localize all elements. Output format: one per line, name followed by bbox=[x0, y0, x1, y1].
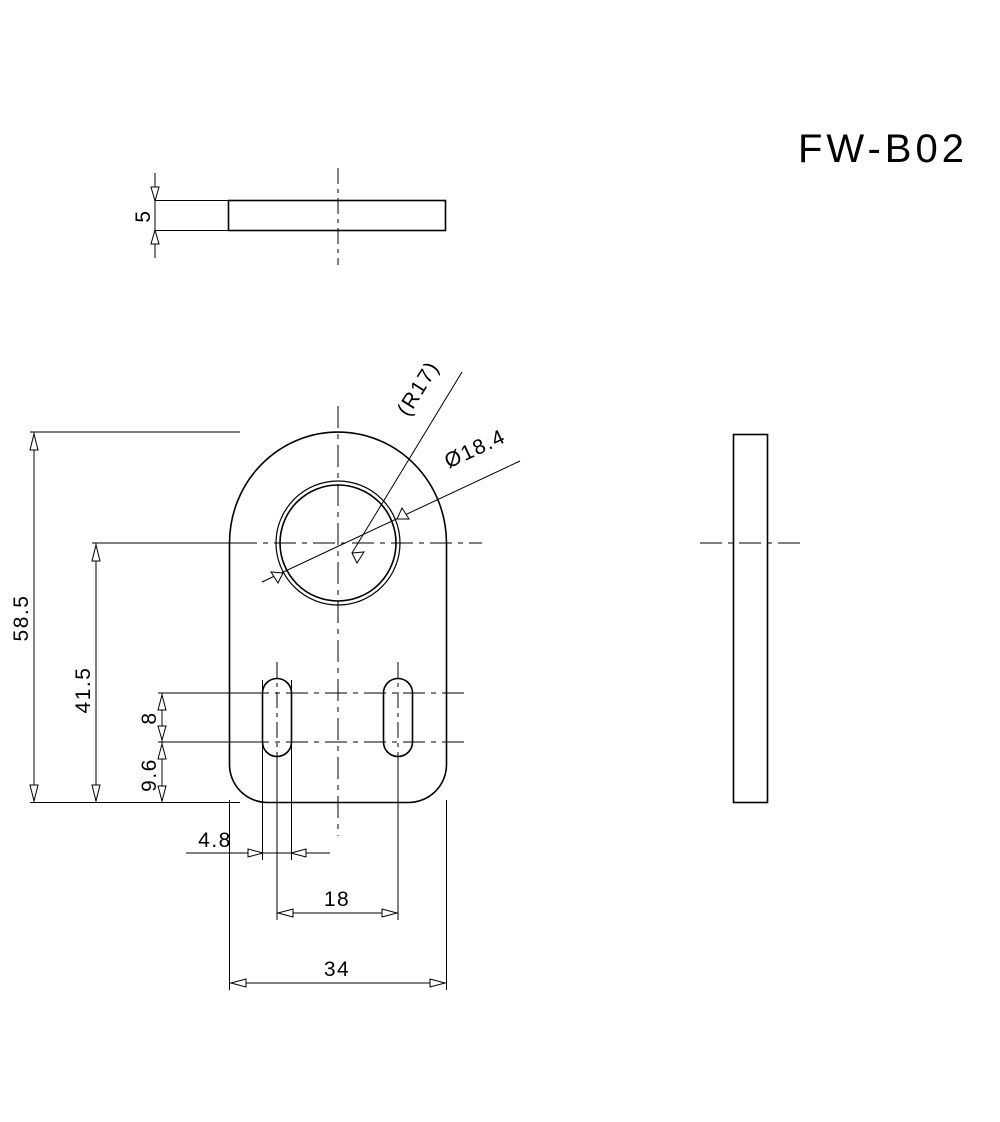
slot-spacing-label: 18 bbox=[324, 888, 350, 911]
slot-width-label: 4.8 bbox=[198, 829, 232, 852]
slot-lower-arrow-bottom bbox=[157, 785, 167, 803]
slot-spacing-arrow-left bbox=[276, 908, 294, 918]
overall-width-label: 34 bbox=[324, 958, 350, 981]
side-view-group bbox=[700, 433, 802, 804]
overall-width-arrow-left bbox=[229, 978, 247, 988]
corner-radius-leader-line bbox=[351, 371, 463, 554]
thickness-dim-label: 5 bbox=[132, 209, 155, 222]
overall-height-label: 58.5 bbox=[10, 595, 33, 642]
bore-diameter-leader-line bbox=[261, 460, 521, 583]
slot-lower-label: 9.6 bbox=[138, 758, 161, 792]
corner-radius-leader-arrow bbox=[351, 551, 365, 565]
dimension-hole-center-height: 41.5 bbox=[72, 542, 250, 803]
hole-center-height-label: 41.5 bbox=[72, 667, 95, 714]
dimension-slot-upper: 8 bbox=[138, 692, 262, 742]
front-view-plate-outline bbox=[228, 431, 448, 804]
side-view-plate-outline bbox=[732, 433, 769, 804]
hole-center-arrow-bottom bbox=[91, 784, 101, 802]
top-view-group: 5 bbox=[132, 168, 447, 265]
bore-diameter-label: Ø18.4 bbox=[441, 425, 509, 473]
dimension-slot-width: 4.8 bbox=[186, 680, 330, 860]
corner-radius-label: (R17) bbox=[393, 357, 444, 420]
hole-center-arrow-top bbox=[91, 544, 101, 562]
slot-width-arrow-right bbox=[289, 848, 307, 858]
bore-diameter-arrow-left bbox=[396, 506, 410, 520]
dimension-overall-width: 34 bbox=[229, 800, 447, 990]
slot-lower-arrow-top bbox=[157, 742, 167, 760]
thickness-arrow-down bbox=[150, 228, 160, 245]
dimension-slot-lower: 9.6 bbox=[138, 741, 262, 803]
slot-upper-arrow-bottom bbox=[157, 725, 167, 742]
leader-bore-diameter: Ø18.4 bbox=[261, 425, 521, 585]
thickness-arrow-up bbox=[150, 186, 160, 203]
slot-upper-arrow-top bbox=[157, 693, 167, 711]
overall-width-arrow-right bbox=[429, 978, 447, 988]
slot-width-arrow-left bbox=[247, 848, 265, 858]
top-view-plate-outline bbox=[227, 199, 447, 232]
slot-spacing-arrow-right bbox=[381, 908, 399, 918]
overall-height-arrow-top bbox=[29, 433, 39, 451]
dimension-slot-spacing: 18 bbox=[276, 760, 399, 920]
dimension-overall-height: 58.5 bbox=[10, 431, 240, 803]
drawing-title: FW-B02 bbox=[798, 127, 968, 171]
dimension-thickness: 5 bbox=[132, 173, 285, 258]
bore-diameter-arrow-right bbox=[270, 571, 284, 585]
slot-upper-label: 8 bbox=[138, 711, 161, 724]
overall-height-arrow-bottom bbox=[29, 784, 39, 802]
front-view-group: (R17) Ø18.4 58.5 bbox=[10, 357, 521, 990]
